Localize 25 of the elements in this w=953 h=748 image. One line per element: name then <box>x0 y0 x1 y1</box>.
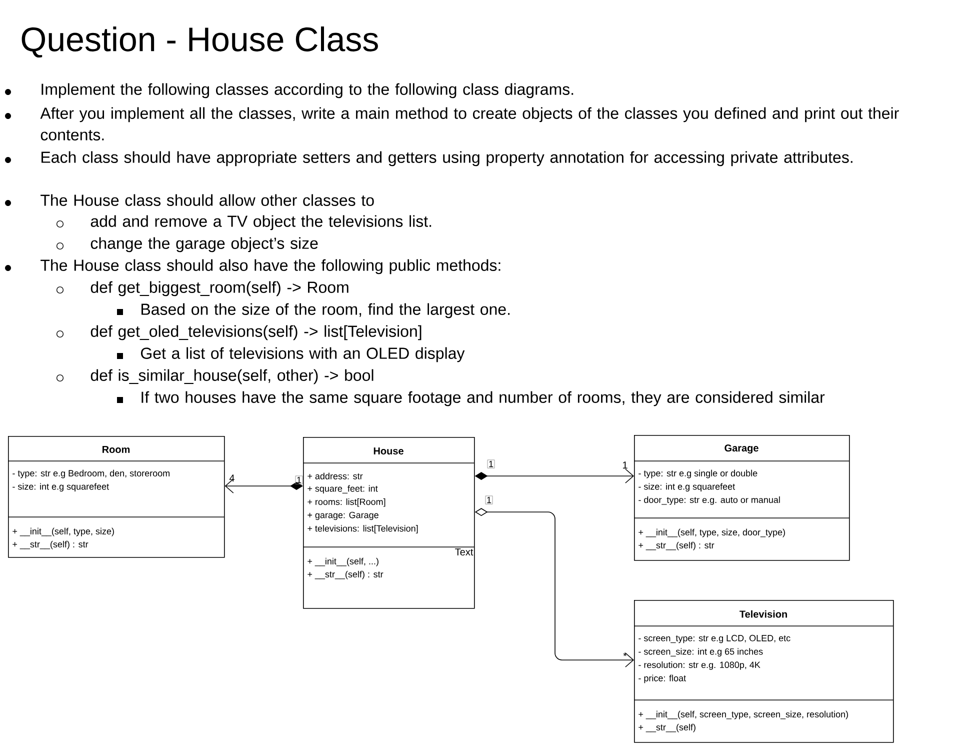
text-label: Text <box>455 548 474 556</box>
multiplicity-label: * <box>623 652 627 656</box>
bullet-text: Each class should have appropriate setters and getters using property annotation for accessing private attributes. <box>42 151 852 166</box>
class-box: Room - type: str e.g Bedroom, den, storeroom - size: int e.g squarefeet + __init__(self, type, size) + __str__(self) : str <box>8 436 225 558</box>
class-box: Garage - type: str e.g single or double - size: int e.g squarefeet - door_type: str e.g. auto or manual + __init__(self, type, size, door_type) + __str__(self) : str <box>634 435 850 561</box>
bullet-text: def is_similar_house(self, other) -> bool <box>90 369 374 384</box>
bullet-text: Based on the size of the room, find the largest one. <box>142 303 510 318</box>
bullet-text: Get a list of televisions with an OLED display <box>141 347 465 362</box>
bullet-text: add and remove a TV object the televisions list. <box>90 215 432 230</box>
bullet-text: def get_oled_televisions(self) -> list[Television] <box>90 325 422 340</box>
title: Question - House Class <box>22 26 378 58</box>
multiplicity-label: 4 <box>229 474 234 482</box>
bullet-text: change the garage object’s size <box>90 237 318 252</box>
multiplicity-label: 1 <box>295 476 303 484</box>
bullet-text: If two houses have the same square footage and number of rooms, they are considered similar <box>142 391 825 406</box>
multiplicity-label: 1 <box>487 460 495 468</box>
class-box: Television - screen_type: str e.g LCD, OLED, etc - screen_size: int e.g 65 inches - resolution: str e.g. 1080p, 4K - price: float + __init__(self, screen_type, screen_size, resolution) + __str__(self) <box>634 600 894 743</box>
bullet-text: After you implement all the classes, write a main method to create objects of the classes you defined and print out their contents. <box>40 107 899 140</box>
multiplicity-label: 1 <box>623 462 628 468</box>
multiplicity-label: 1 <box>485 496 493 504</box>
bullet-text: The House class should allow other classes to <box>40 194 374 206</box>
bullet-text: The House class should also have the following public methods: <box>40 259 500 274</box>
arrow <box>224 478 303 494</box>
bullet-text: def get_biggest_room(self) -> Room <box>90 281 348 296</box>
bullet-text: Implement the following classes according to the following class diagrams. <box>42 83 574 98</box>
